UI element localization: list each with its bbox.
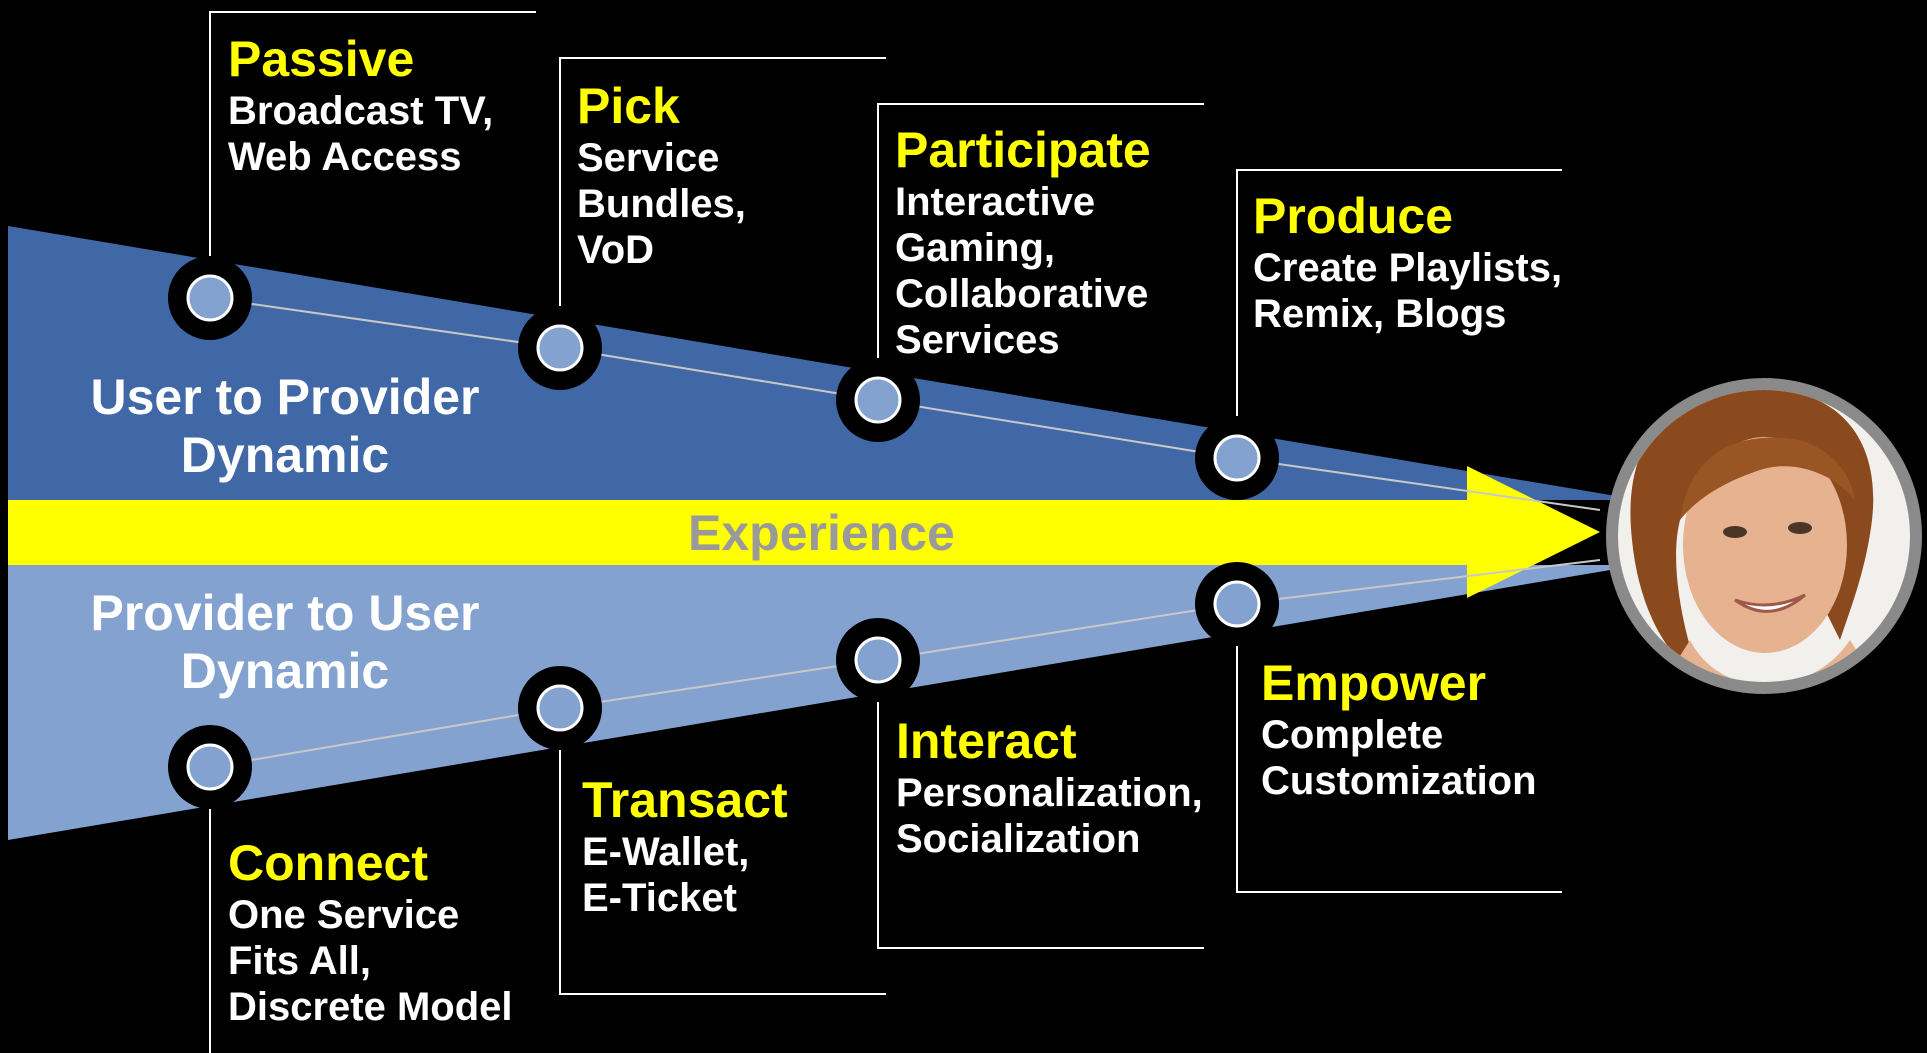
stage-desc-line: Collaborative bbox=[895, 272, 1149, 316]
stage-desc-line: Services bbox=[895, 318, 1060, 362]
upper-dynamic-line2: Dynamic bbox=[180, 427, 390, 483]
pick-node bbox=[518, 306, 602, 390]
produce-bracket bbox=[1236, 169, 1562, 458]
stage-title: Empower bbox=[1261, 655, 1487, 711]
stage-produce: Produce Create Playlists, Remix, Blogs bbox=[1253, 191, 1562, 337]
stage-title: Passive bbox=[228, 31, 415, 87]
empower-node bbox=[1195, 562, 1279, 646]
stage-desc-line: Complete bbox=[1261, 713, 1444, 757]
experience-label: Experience bbox=[688, 505, 955, 561]
interact-bracket bbox=[877, 660, 1204, 949]
empower-bracket bbox=[1236, 604, 1562, 893]
stage-participate: Participate Interactive Gaming, Collabor… bbox=[895, 125, 1151, 363]
stage-passive: Passive Broadcast TV, Web Access bbox=[228, 34, 493, 180]
stage-desc-line: Web Access bbox=[228, 135, 462, 179]
stage-desc-line: Personalization, bbox=[896, 771, 1203, 815]
stage-title: Pick bbox=[577, 78, 680, 134]
connect-node bbox=[168, 725, 252, 809]
stage-transact: Transact E-Wallet, E-Ticket bbox=[582, 775, 788, 921]
stage-desc-line: Create Playlists, bbox=[1253, 246, 1563, 290]
experience-arrow bbox=[8, 466, 1600, 598]
stage-title: Connect bbox=[228, 835, 428, 891]
lower-dynamic-line1: Provider to User bbox=[90, 585, 480, 641]
stage-desc-line: Customization bbox=[1261, 759, 1537, 803]
transact-bracket bbox=[559, 708, 886, 995]
stage-desc-line: Service bbox=[577, 136, 720, 180]
stage-title: Produce bbox=[1253, 188, 1454, 244]
stage-title: Participate bbox=[895, 122, 1151, 178]
lower-dynamic-line2: Dynamic bbox=[180, 643, 390, 699]
stage-connect: Connect One Service Fits All, Discrete M… bbox=[228, 838, 513, 1030]
stage-desc-line: Socialization bbox=[896, 817, 1141, 861]
smiling-woman-photo-icon bbox=[1606, 378, 1922, 694]
stage-desc-line: Bundles, bbox=[577, 182, 746, 226]
stage-desc-line: Discrete Model bbox=[228, 985, 513, 1029]
stage-title: Interact bbox=[896, 713, 1077, 769]
stage-desc-line: E-Wallet, bbox=[582, 830, 750, 874]
stage-desc-line: One Service bbox=[228, 893, 460, 937]
stage-desc-line: Broadcast TV, bbox=[228, 89, 494, 133]
stage-desc-line: Interactive bbox=[895, 180, 1096, 224]
stage-desc-line: Gaming, bbox=[895, 226, 1056, 270]
stage-interact: Interact Personalization, Socialization bbox=[896, 716, 1203, 862]
stage-desc-line: E-Ticket bbox=[582, 876, 737, 920]
interact-node bbox=[836, 618, 920, 702]
stage-title: Transact bbox=[582, 772, 788, 828]
stage-desc-line: Fits All, bbox=[228, 939, 371, 983]
produce-node bbox=[1195, 416, 1279, 500]
passive-node bbox=[168, 256, 252, 340]
stage-desc-line: VoD bbox=[577, 228, 655, 272]
participate-node bbox=[836, 358, 920, 442]
pick-bracket bbox=[559, 57, 886, 348]
upper-dynamic-line1: User to Provider bbox=[90, 369, 480, 425]
passive-bracket bbox=[209, 11, 536, 298]
upper-dynamic-label: User to Provider Dynamic bbox=[55, 368, 515, 484]
transact-node bbox=[518, 666, 602, 750]
participate-bracket bbox=[877, 103, 1204, 400]
stage-empower: Empower Complete Customization bbox=[1261, 658, 1537, 804]
stage-desc-line: Remix, Blogs bbox=[1253, 292, 1507, 336]
stage-pick: Pick Service Bundles, VoD bbox=[577, 81, 746, 273]
lower-dynamic-label: Provider to User Dynamic bbox=[55, 584, 515, 700]
